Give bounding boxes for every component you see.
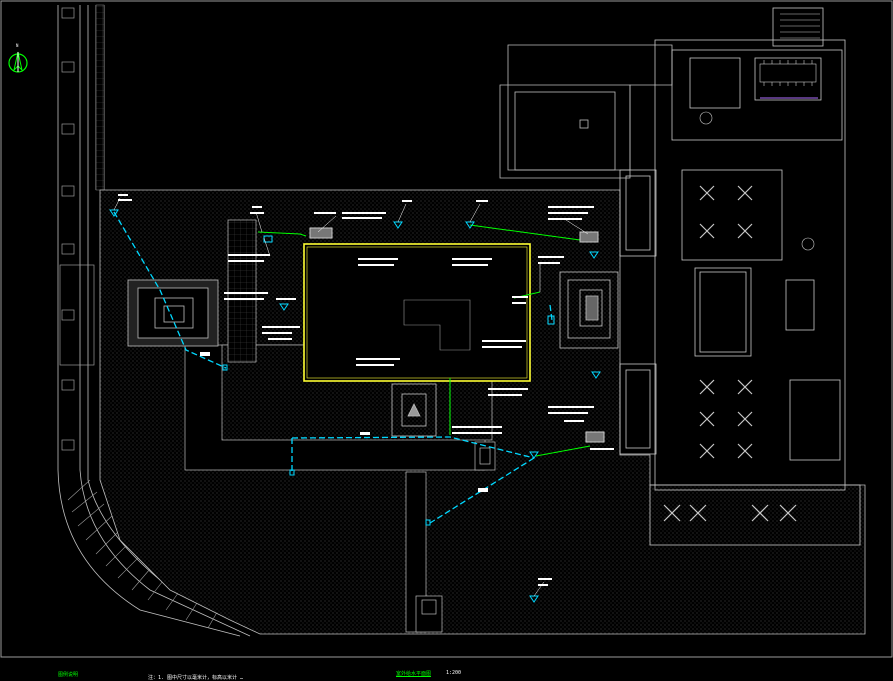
- drawing-frame: [0, 0, 893, 658]
- legend-label: 图例说明: [58, 672, 79, 678]
- water-pipes-blue: [113, 211, 553, 524]
- right-feature-pond: [559, 271, 619, 349]
- valve-markers: [109, 209, 605, 603]
- meeting-table: [699, 60, 817, 251]
- compass-north-icon: N: [8, 43, 28, 73]
- stair-hatch: [780, 13, 820, 39]
- east-building: [619, 7, 861, 546]
- annotation-tags: [118, 194, 614, 586]
- svg-text:N: N: [16, 43, 19, 48]
- drawing-scale: 1:200: [446, 670, 462, 676]
- water-pipes-green: [257, 224, 591, 457]
- dining-tables: [663, 185, 797, 522]
- left-hedge: [95, 4, 105, 191]
- building-footprint: [303, 243, 531, 382]
- annotation-leaders: [113, 197, 589, 597]
- left-road: [57, 5, 251, 637]
- general-notes: 注：1. 图中尺寸以毫米计，标高以米计 …: [148, 675, 244, 681]
- drawing-title: 室外给水平面图: [396, 671, 432, 677]
- north-building: [499, 44, 673, 179]
- left-pond: [127, 279, 219, 347]
- tree-pits: [59, 7, 95, 451]
- center-fountain: [391, 383, 437, 437]
